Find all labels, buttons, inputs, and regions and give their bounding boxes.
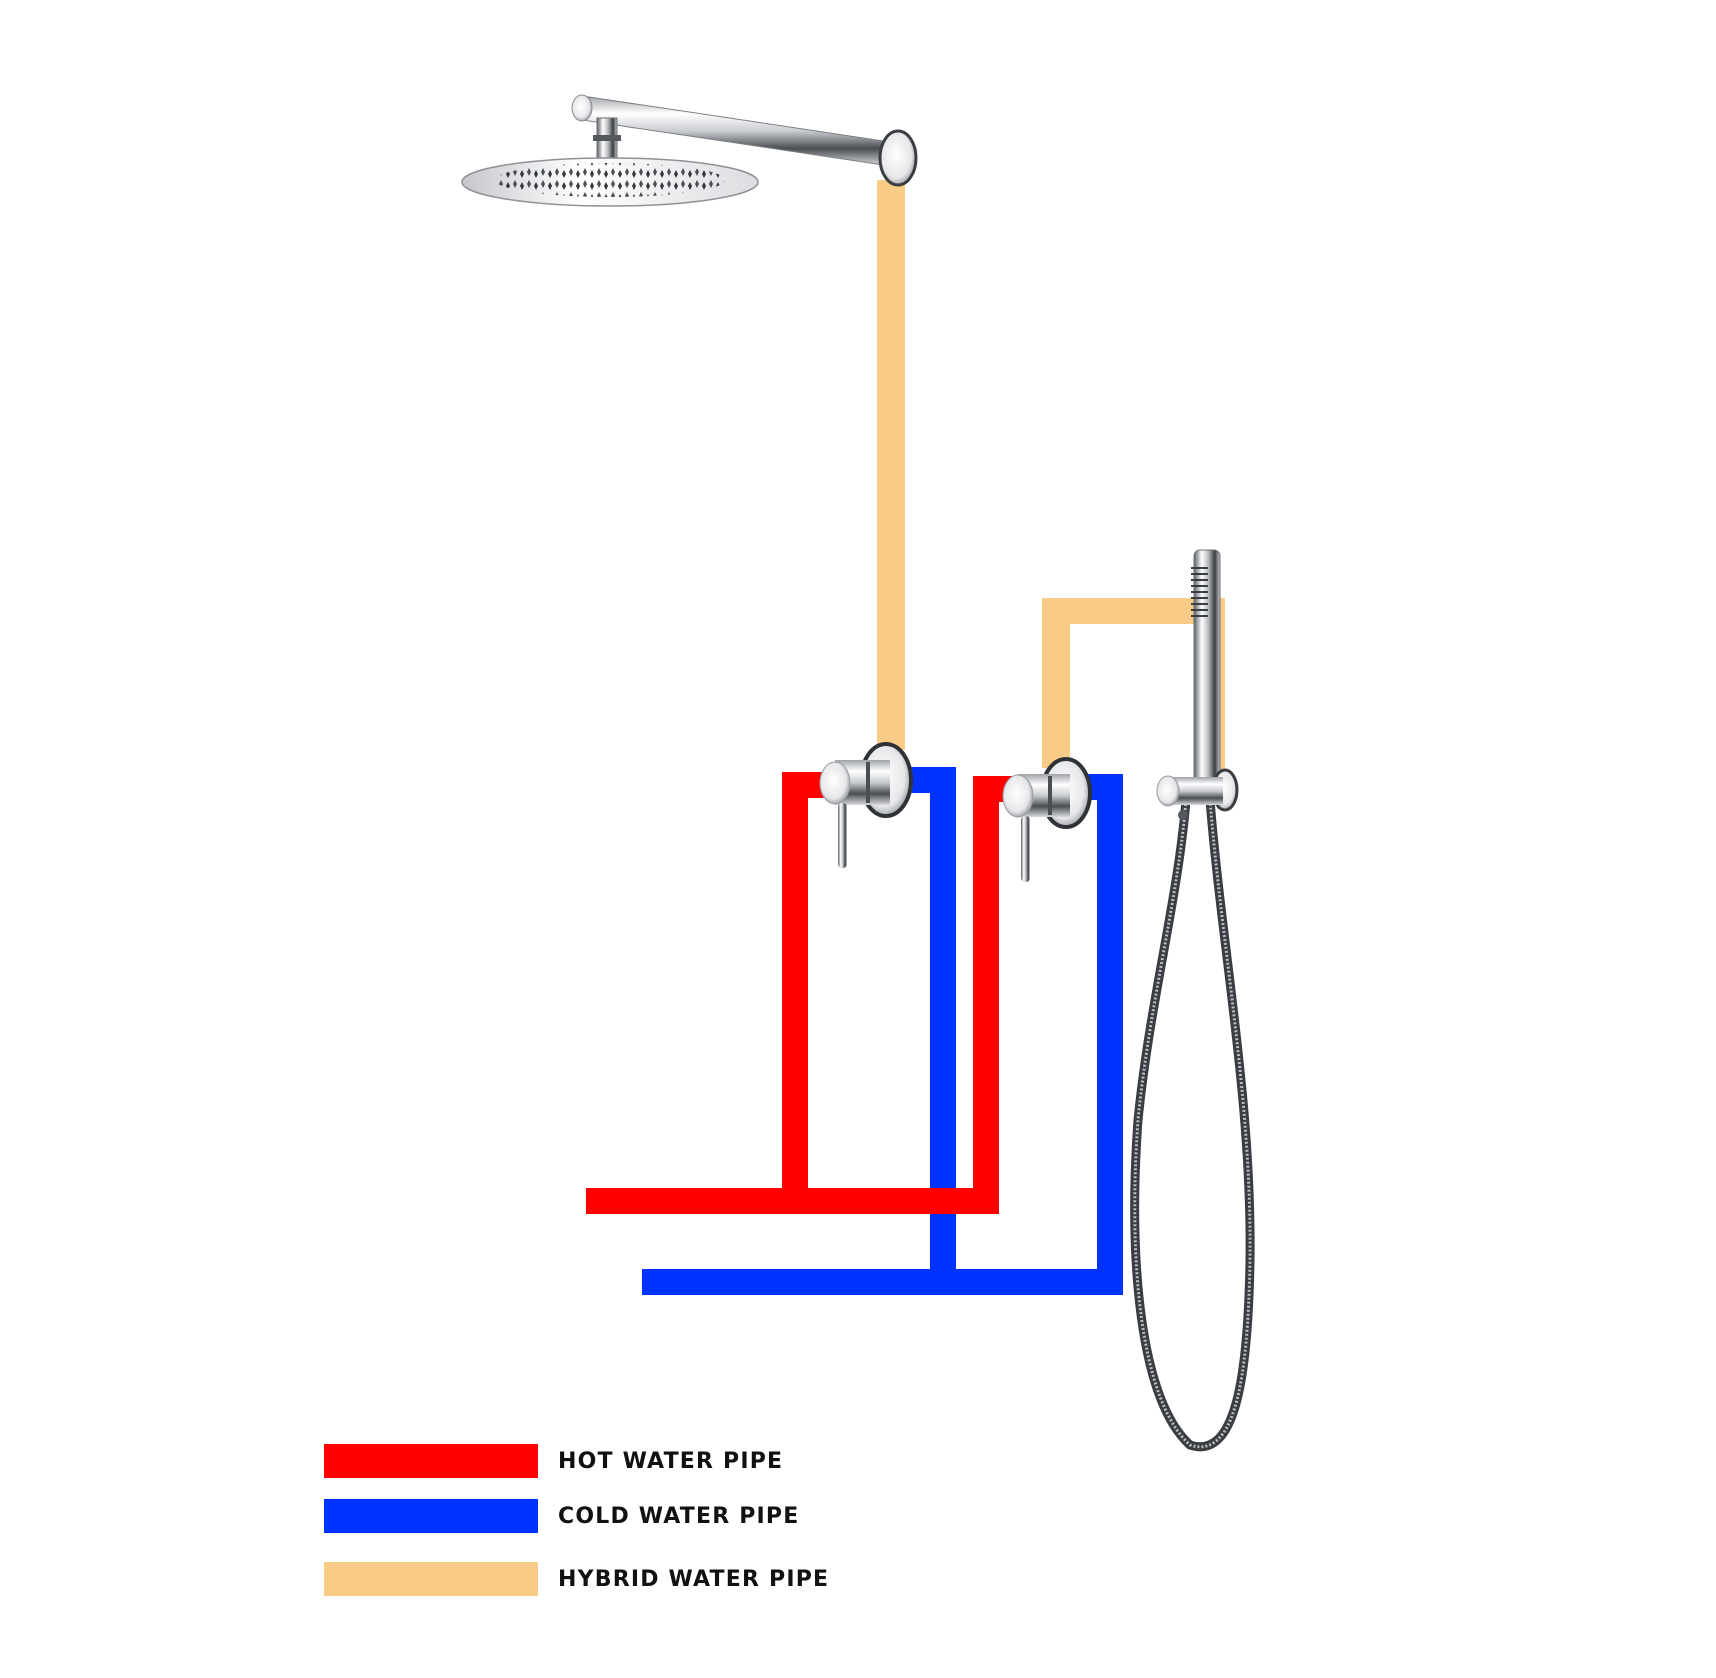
hand-shower-spray-ridges	[1191, 567, 1208, 617]
hot-water-pipes	[586, 772, 1013, 1214]
hand-shower-holder	[1156, 768, 1239, 820]
legend-label-hybrid: HYBRID WATER PIPE	[558, 1566, 830, 1592]
legend-swatch-cold	[324, 1499, 538, 1533]
cold-water-pipes	[642, 767, 1123, 1295]
pipes	[586, 180, 1225, 1295]
shower-hose	[1130, 799, 1255, 1452]
legend-item-cold: COLD WATER PIPE	[324, 1499, 798, 1533]
mixer-2-lever[interactable]	[1021, 816, 1030, 882]
overhead-rain-shower	[461, 94, 918, 207]
hand-shower[interactable]	[1130, 549, 1255, 1452]
legend-item-hot: HOT WATER PIPE	[324, 1444, 782, 1478]
mixer-2-cap	[1002, 774, 1034, 818]
legend-label-hot: HOT WATER PIPE	[558, 1448, 784, 1474]
legend-swatch-hybrid	[324, 1562, 538, 1596]
mixer-1-cap	[819, 761, 851, 805]
mixer-valve-2[interactable]	[1002, 757, 1092, 882]
legend-label-cold: COLD WATER PIPE	[558, 1503, 800, 1529]
hybrid-pipe-overhead	[877, 180, 905, 750]
shower-arm-flange	[878, 129, 918, 187]
legend-swatch-hot	[324, 1444, 538, 1478]
shower-arm	[581, 95, 891, 167]
mixer-valve-1[interactable]	[819, 742, 913, 868]
mixer-1-lever[interactable]	[838, 803, 847, 868]
legend-item-hybrid: HYBRID WATER PIPE	[324, 1562, 828, 1596]
